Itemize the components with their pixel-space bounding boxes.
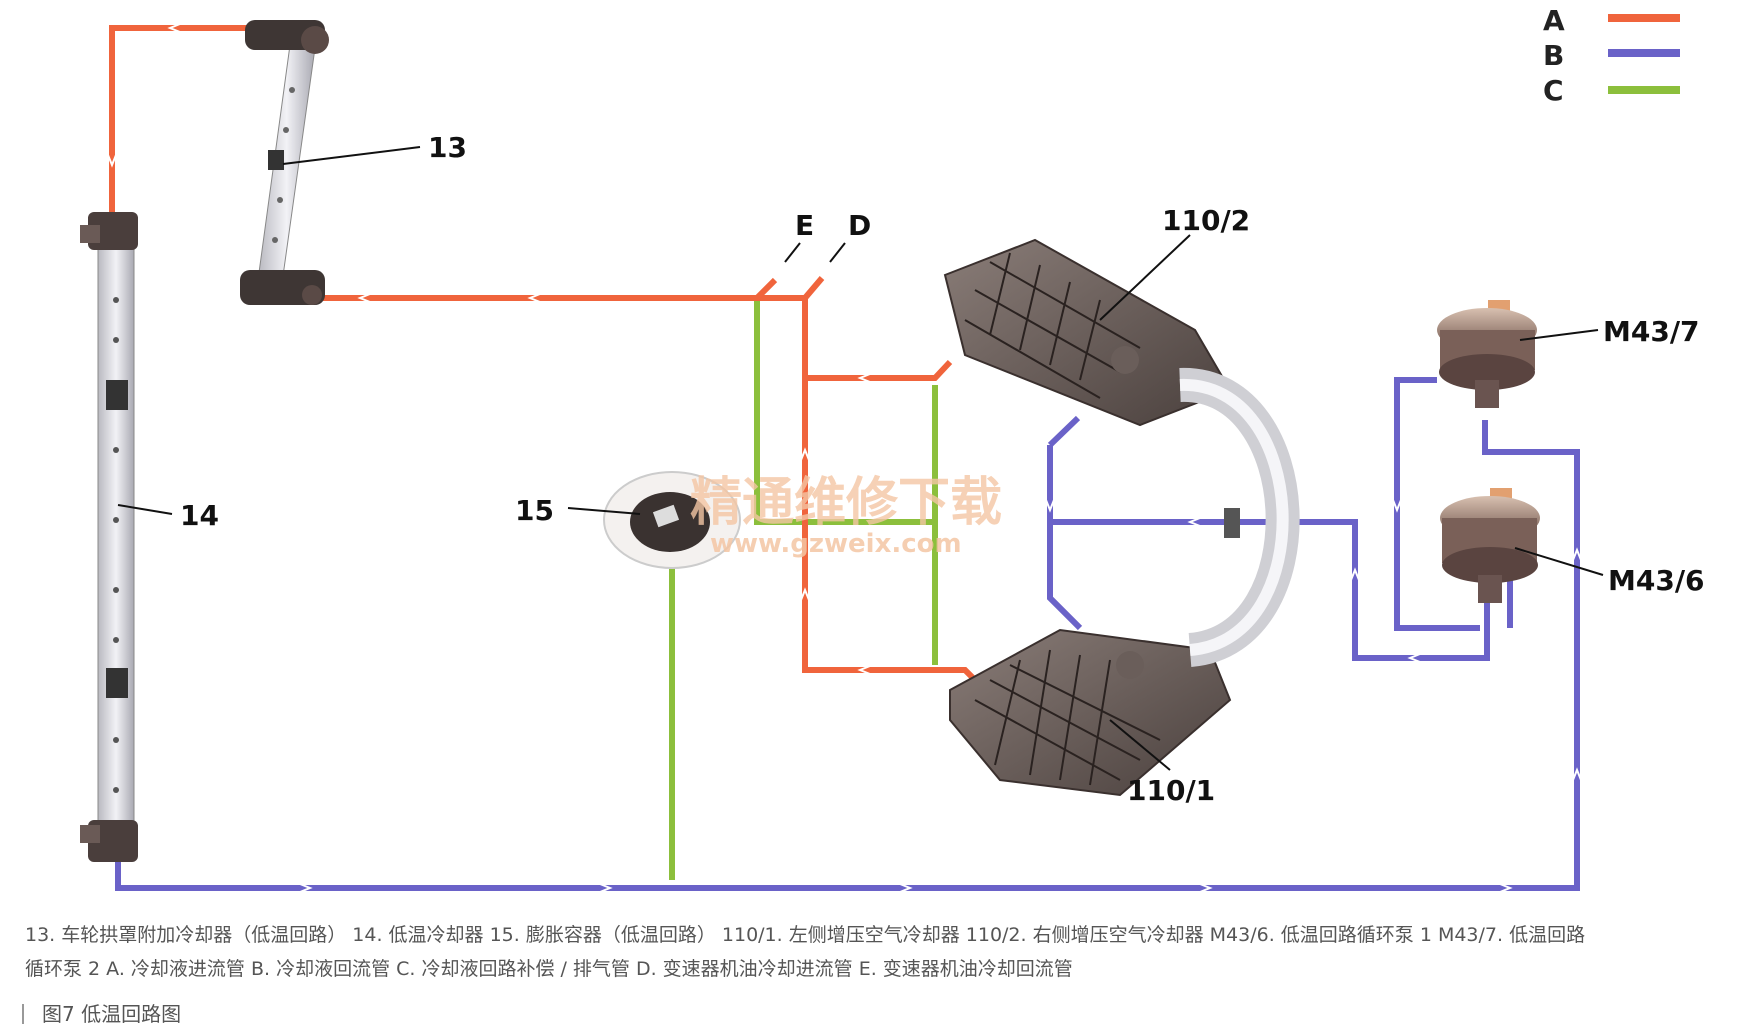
charge-air-cooler-left [949,628,1232,797]
label-110-1: 110/1 [1127,774,1215,807]
title-bar [22,1004,24,1024]
watermark-cn: 精通维修下载 [690,473,1002,533]
legend-key-b: B [1543,39,1564,72]
figure-title-text: 图7 低温回路图 [42,1002,182,1026]
connecting-pipe [1179,367,1300,667]
wheel-arch-cooler [240,20,329,305]
flow-arrows [107,23,1582,893]
expansion-tank [603,471,741,569]
pipes-a [109,25,978,683]
legend-key-c: C [1543,74,1564,107]
legend: A B C [1543,4,1680,107]
pump-m43-6 [1440,488,1540,603]
caption-line-1: 13. 车轮拱罩附加冷却器（低温回路） 14. 低温冷却器 15. 膨胀容器（低… [25,924,1586,946]
figure-caption: 13. 车轮拱罩附加冷却器（低温回路） 14. 低温冷却器 15. 膨胀容器（低… [25,918,1735,986]
label-15: 15 [515,494,554,527]
pump-m43-7 [1437,300,1537,408]
low-temp-cooler [80,212,138,862]
label-d: D [848,209,871,242]
label-14: 14 [180,499,219,532]
watermark-url: www.gzweix.com [710,529,962,559]
pipes-b [115,377,1580,891]
pipes-c [669,300,938,880]
label-13: 13 [428,131,467,164]
caption-line-2: 循环泵 2 A. 冷却液进流管 B. 冷却液回流管 C. 冷却液回路补偿 / 排… [25,958,1073,980]
legend-key-a: A [1543,4,1565,37]
leader-lines [117,146,1604,771]
label-m43-7: M43/7 [1603,315,1700,348]
charge-air-cooler-right [943,238,1232,427]
label-m43-6: M43/6 [1608,564,1705,597]
label-110-2: 110/2 [1162,204,1250,237]
label-e: E [795,209,814,242]
figure-title: 图7 低温回路图 [22,998,181,1027]
